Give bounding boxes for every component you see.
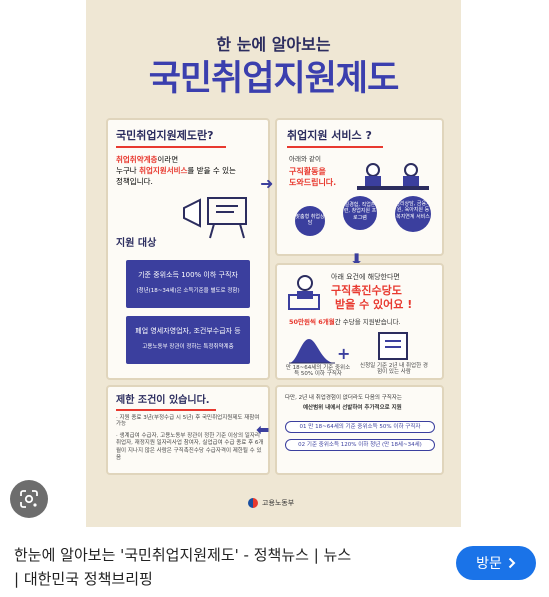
service-desc2: 구직활동을 <box>289 167 326 176</box>
definition-line1: 취업취약계층이라면 <box>116 155 179 164</box>
service-desc3: 도와드립니다. <box>289 178 337 187</box>
consultation-icon <box>357 163 429 190</box>
additional-chip-2: 02 기준 중위소득 120% 이하 청년 (만 18세~34세) <box>285 439 435 451</box>
allowance-big2: 받을 수 있어요 ! <box>335 298 413 311</box>
condition-1: 만 18~64세의 기준 중위소득 50% 이하 구직자 <box>285 365 351 378</box>
poster-subtitle: 한 눈에 알아보는 <box>216 35 331 54</box>
arrow-right-icon: ➜ <box>260 174 274 193</box>
job-seeker-icon <box>288 275 320 310</box>
additional-chip-1: 01 만 18~64세의 기준 중위소득 50% 이하 구직자 <box>285 421 435 433</box>
visit-button[interactable]: 방문 <box>456 546 536 580</box>
arrow-left-icon: ⬅ <box>256 420 270 439</box>
additional-line1: 다만, 2년 내 취업경험이 없더라도 다음의 구직자는 <box>285 395 402 401</box>
restriction-panel: 제한 조건이 있습니다. · 지원 종료 3년(부정수급 시 5년) 후 국민취… <box>106 385 270 475</box>
service-item-1: 맞춤형 취업상담 <box>295 206 325 236</box>
definition-line2: 누구나 취업지원서비스를 받을 수 있는 <box>116 166 236 175</box>
income-chart-icon <box>289 339 335 364</box>
service-item-3: 심리상담, 금융지원, 육아지원 등 복지연계 서비스 <box>395 196 431 232</box>
service-item-2: 일경험, 직업훈련, 창업지원 프로그램 <box>343 196 377 230</box>
allowance-amount: 50만원씩 6개월간 수당을 지원받습니다. <box>289 318 401 326</box>
google-lens-icon <box>20 490 38 508</box>
target-card-1: 기준 중위소득 100% 이하 구직자 (청년(18~34세)은 소득기준을 별… <box>126 260 250 308</box>
additional-line2: 예산범위 내에서 선발하여 추가적으로 지원 <box>303 405 402 411</box>
heading-underline <box>116 146 226 148</box>
megaphone-icon <box>183 197 247 239</box>
left-gutter <box>0 0 86 527</box>
ministry-logo: 고용노동부 <box>248 498 294 508</box>
right-gutter <box>461 0 549 527</box>
target-card-2: 폐업 영세자영업자, 조건부수급자 등 고용노동부 장관이 정하는 특정취약계층 <box>126 316 250 364</box>
service-panel: 취업지원 서비스 ? 아래와 같이 구직활동을 도와드립니다. 맞춤형 취업상담… <box>275 118 444 256</box>
taegeuk-icon <box>248 498 258 508</box>
additional-support-panel: 다만, 2년 내 취업경험이 없더라도 다음의 구직자는 예산범위 내에서 선발… <box>275 385 444 475</box>
service-desc1: 아래와 같이 <box>289 155 321 163</box>
document-icon <box>378 332 408 360</box>
poster-image[interactable]: 한 눈에 알아보는 국민취업지원제도 국민취업지원제도란? 취업취약계층이라면 … <box>86 0 461 527</box>
restriction-heading: 제한 조건이 있습니다. <box>116 395 210 406</box>
allowance-big1: 구직촉진수당도 <box>331 284 402 297</box>
restriction-item-2: · 생계급여 수급자, 고용노동부 장관이 정한 기준 이상의 일자리 취업자,… <box>116 433 264 462</box>
restriction-item-1: · 지원 종료 3년(부정수급 시 5년) 후 국민취업지원제도 재참여 가능 <box>116 415 260 428</box>
definition-panel: 국민취업지원제도란? 취업취약계층이라면 누구나 취업지원서비스를 받을 수 있… <box>106 118 270 380</box>
service-heading: 취업지원 서비스 ? <box>287 129 372 142</box>
poster-title: 국민취업지원제도 <box>148 59 400 99</box>
plus-icon: + <box>337 344 351 363</box>
chevron-right-icon <box>508 557 516 569</box>
heading-underline <box>287 146 383 148</box>
allowance-panel: 아래 요건에 해당한다면 구직촉진수당도 받을 수 있어요 ! 50만원씩 6개… <box>275 263 444 380</box>
definition-line3: 정책입니다. <box>116 177 153 186</box>
visit-label: 방문 <box>476 556 502 572</box>
google-lens-button[interactable] <box>10 480 48 518</box>
definition-heading: 국민취업지원제도란? <box>116 129 214 142</box>
heading-underline <box>116 409 216 411</box>
result-title-line1[interactable]: 한눈에 알아보는 '국민취업지원제도' - 정책뉴스 | 뉴스 <box>14 546 352 564</box>
condition-2: 신청일 기준 2년 내 취업한 경험이 있는 사람 <box>360 363 428 376</box>
target-heading: 지원 대상 <box>116 238 157 249</box>
result-title-line2[interactable]: | 대한민국 정책브리핑 <box>14 570 153 588</box>
allowance-desc: 아래 요건에 해당한다면 <box>331 273 400 281</box>
